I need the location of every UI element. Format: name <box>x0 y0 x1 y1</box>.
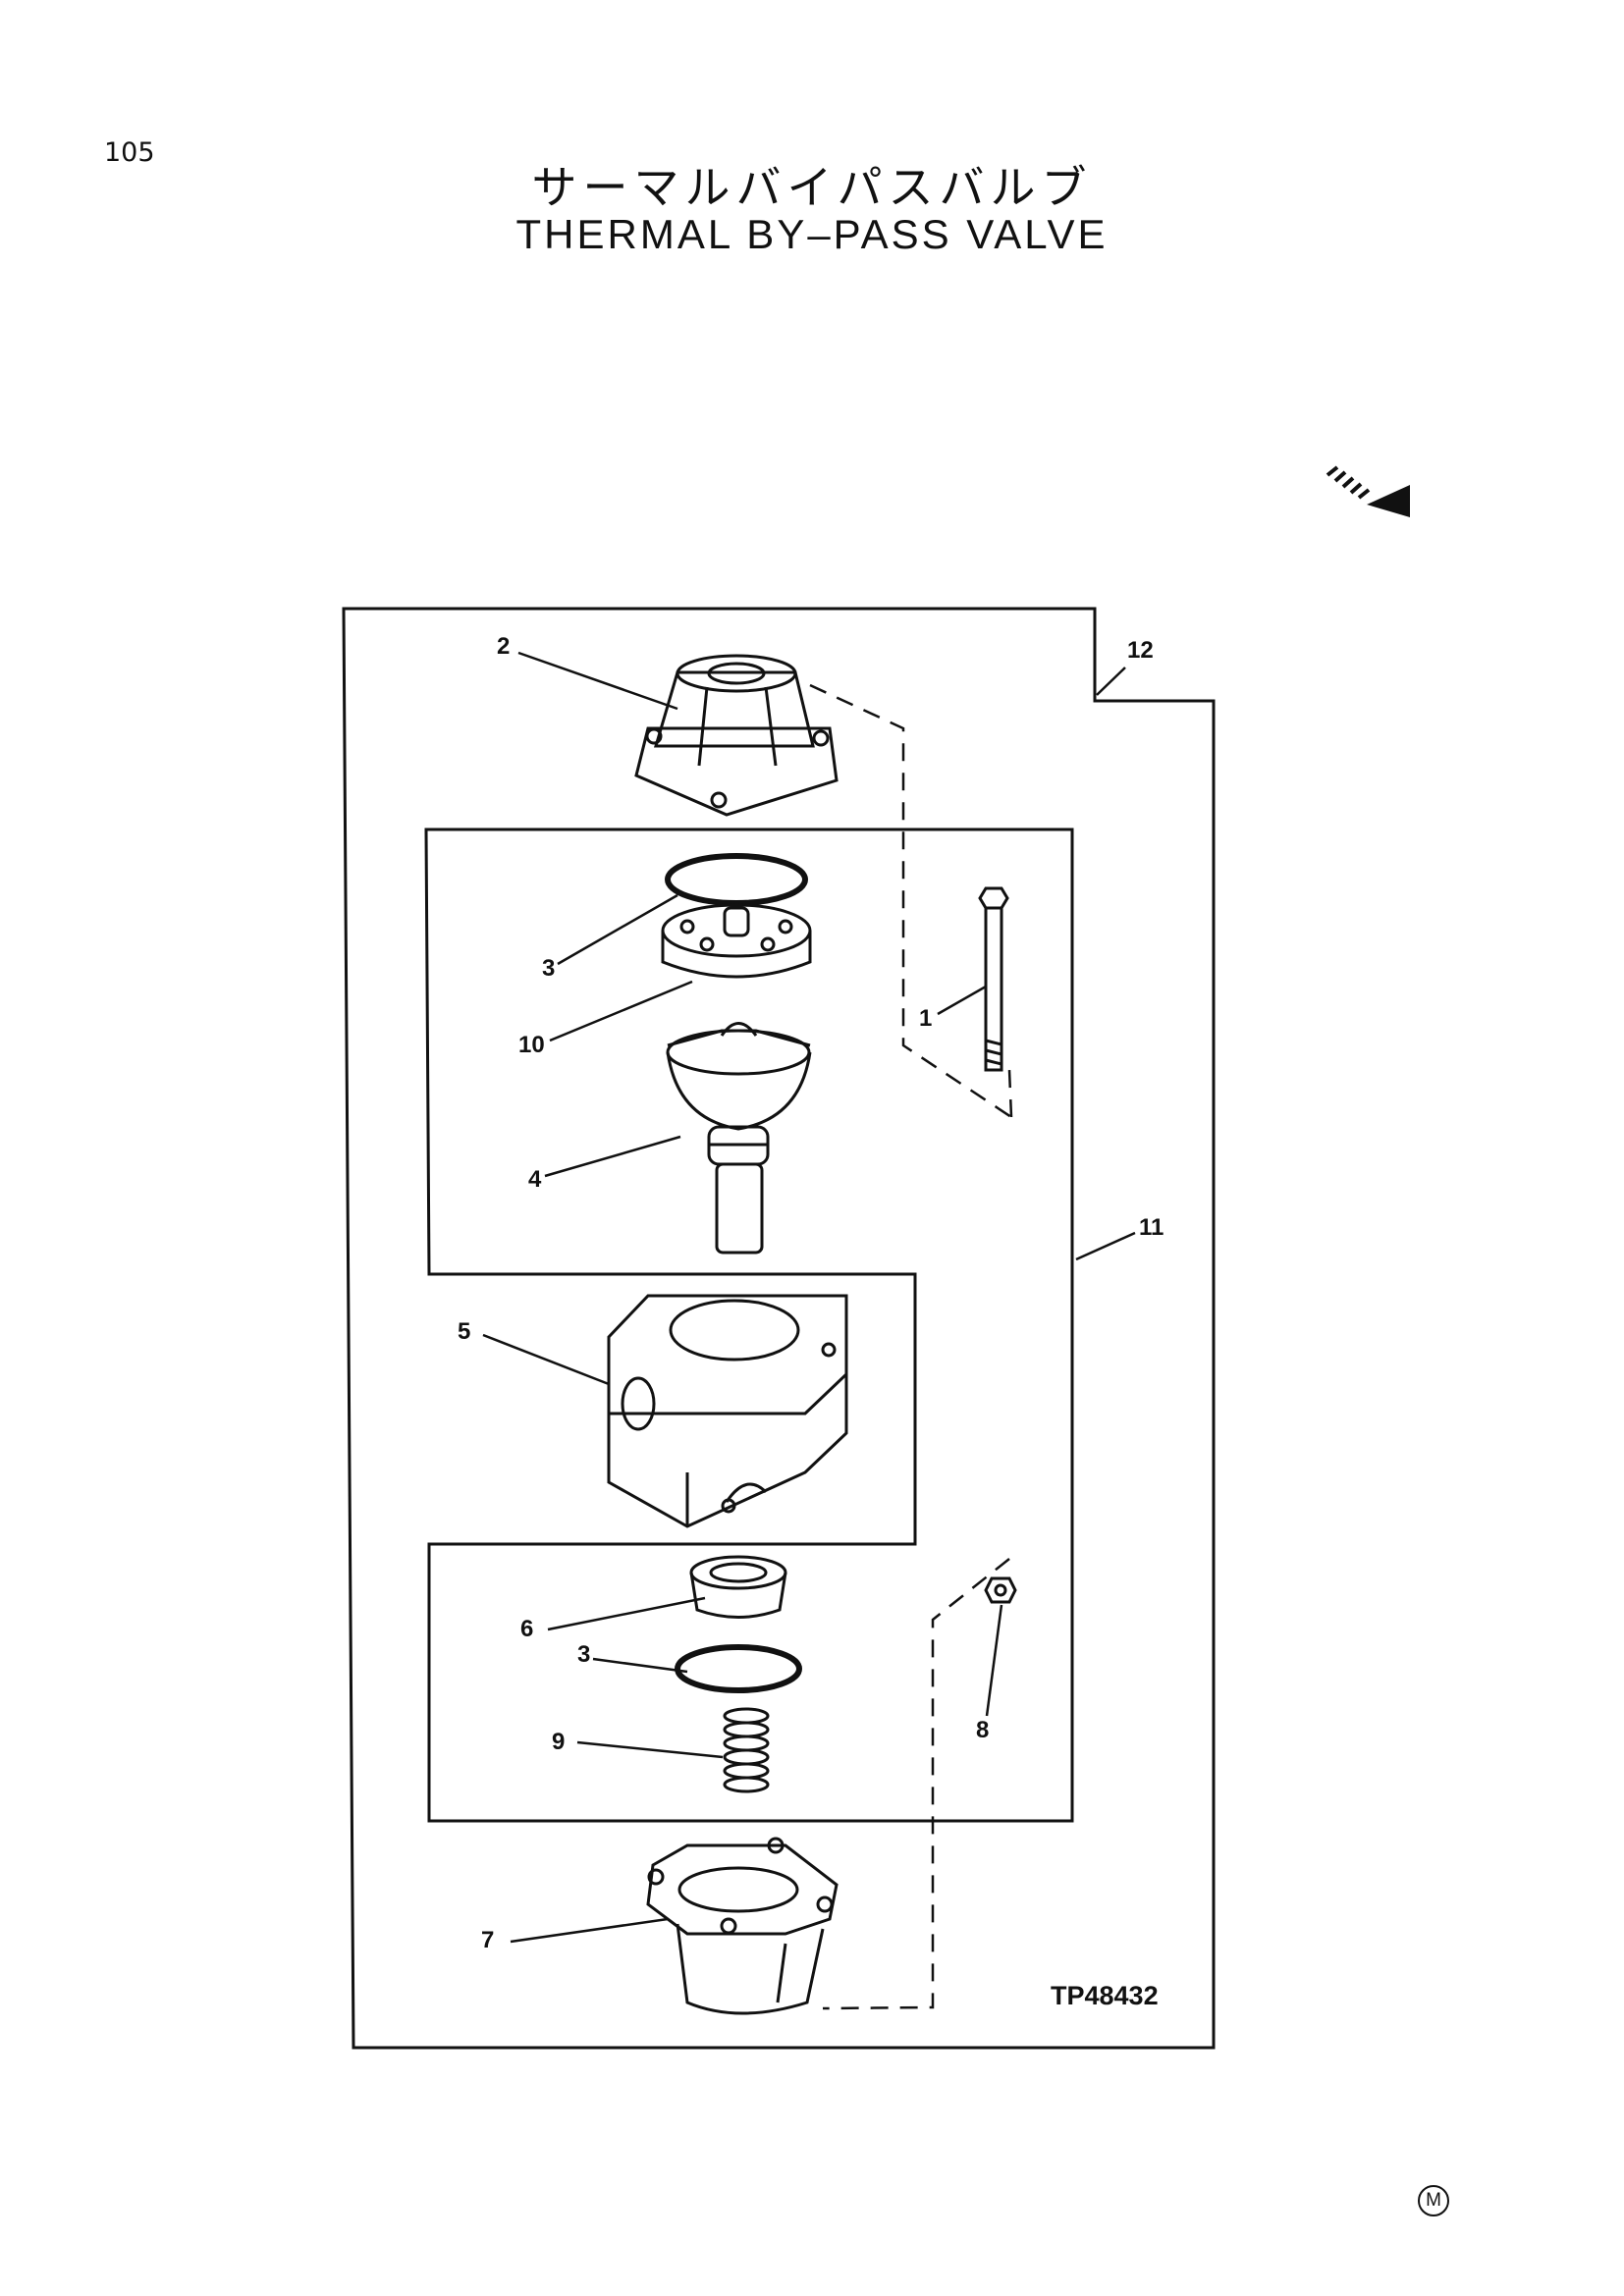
frame-12 <box>342 607 1216 2050</box>
page-number: 105 <box>104 137 155 168</box>
part-3-o-ring-lower <box>675 1644 802 1693</box>
dashed-lines <box>809 683 1013 2010</box>
callout-3-upper: 3 <box>542 955 555 982</box>
part-4-thermostat <box>666 1022 812 1255</box>
callout-12: 12 <box>1127 637 1154 664</box>
part-8-nut <box>984 1576 1017 1604</box>
callout-5: 5 <box>458 1318 470 1345</box>
callout-3-lower: 3 <box>577 1641 590 1668</box>
callout-1: 1 <box>919 1005 932 1032</box>
part-9-spring <box>723 1707 770 1793</box>
title-english: THERMAL BY–PASS VALVE <box>515 211 1109 257</box>
part-10-plate <box>661 903 812 979</box>
callout-9: 9 <box>552 1729 565 1755</box>
callout-11: 11 <box>1139 1214 1164 1241</box>
drawing-reference: TP48432 <box>1051 1981 1159 2010</box>
part-6-seat <box>689 1555 787 1619</box>
leader-lines <box>482 651 1136 1944</box>
callout-2: 2 <box>497 633 510 660</box>
front-direction-arrow-icon <box>1326 465 1410 517</box>
callout-4: 4 <box>528 1166 542 1193</box>
part-2-cover <box>634 654 839 817</box>
part-5-housing <box>607 1294 848 1528</box>
part-7-bottom-cover <box>646 1837 839 2015</box>
callout-7: 7 <box>481 1927 494 1953</box>
circled-m-mark: M <box>1418 2185 1449 2216</box>
frame-11-kit <box>424 828 1074 1823</box>
part-1-bolt <box>978 886 1009 1072</box>
callout-6: 6 <box>520 1616 533 1642</box>
callout-10: 10 <box>518 1032 545 1058</box>
part-3-o-ring-upper <box>665 853 808 906</box>
callout-8: 8 <box>976 1717 989 1743</box>
title-japanese: サーマルバイパスバルブ <box>531 161 1093 214</box>
